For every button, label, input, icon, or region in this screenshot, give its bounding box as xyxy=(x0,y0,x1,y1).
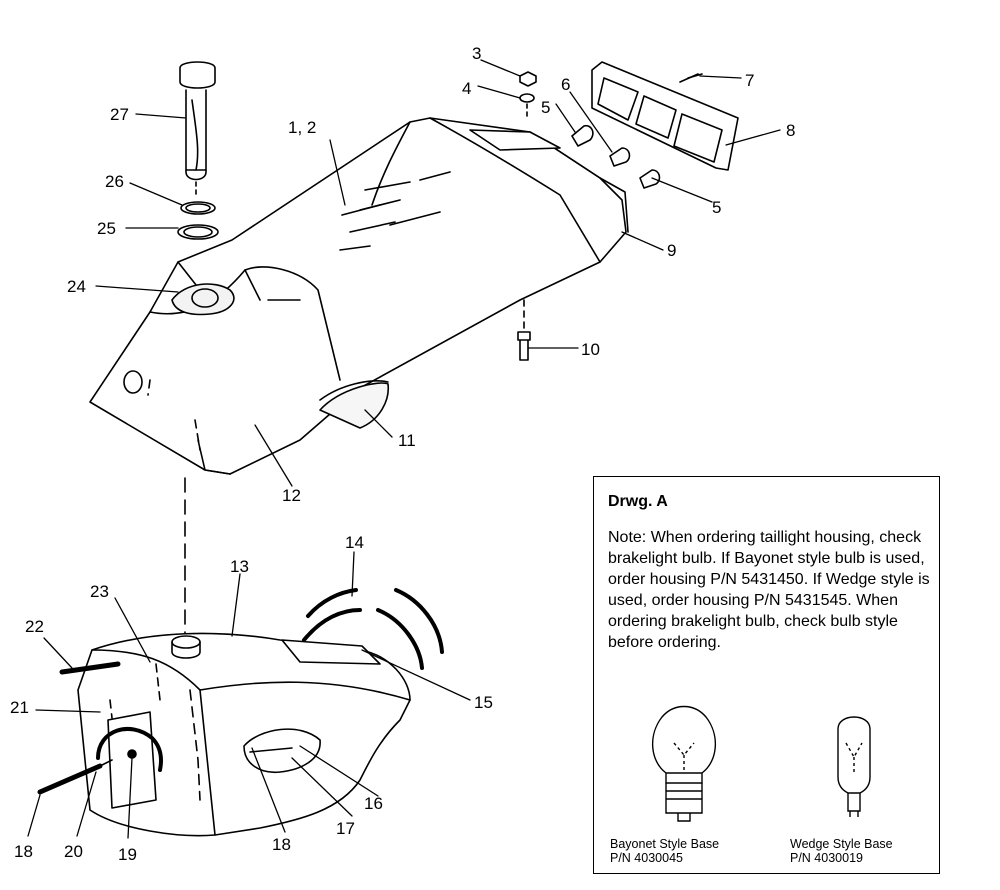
callout-5a: 5 xyxy=(541,98,550,117)
callout-26: 26 xyxy=(105,172,124,191)
callout-19: 19 xyxy=(118,845,137,864)
callout-22: 22 xyxy=(25,617,44,636)
callout-11: 11 xyxy=(398,431,416,450)
bayonet-bulb-icon xyxy=(651,705,717,822)
callout-18a: 18 xyxy=(14,842,33,861)
callout-4: 4 xyxy=(462,79,471,98)
nut xyxy=(519,71,537,87)
note-box-drawing-a: Drwg. A Note: When ordering taillight ho… xyxy=(593,476,940,874)
callout-27: 27 xyxy=(110,105,129,124)
callout-14: 14 xyxy=(345,533,364,552)
callout-12: 12 xyxy=(282,486,301,505)
callout-8: 8 xyxy=(786,121,795,140)
bulb xyxy=(639,169,661,189)
bayonet-bulb-label: Bayonet Style Base P/N 4030045 xyxy=(610,837,720,865)
screw xyxy=(679,73,699,83)
callout-23: 23 xyxy=(90,582,109,601)
wedge-bulb-icon xyxy=(837,716,871,817)
callout-3: 3 xyxy=(472,44,481,63)
fuel-tank xyxy=(77,632,411,837)
callout-17: 17 xyxy=(336,819,355,838)
callout-16: 16 xyxy=(364,794,383,813)
callout-18b: 18 xyxy=(272,835,291,854)
callout-5b: 5 xyxy=(712,198,721,217)
callout-20: 20 xyxy=(64,842,83,861)
callout-21: 21 xyxy=(10,698,29,717)
gasket-ring xyxy=(180,201,216,215)
note-text: Note: When ordering taillight housing, c… xyxy=(608,529,930,651)
callout-24: 24 xyxy=(67,277,86,296)
callout-1-2: 1, 2 xyxy=(288,118,316,137)
callout-9: 9 xyxy=(667,241,676,260)
callout-25: 25 xyxy=(97,219,116,238)
washer xyxy=(519,93,535,103)
callout-6: 6 xyxy=(561,75,570,94)
bulb xyxy=(571,124,594,147)
leader-lines xyxy=(27,59,781,839)
hood-cover xyxy=(89,117,629,475)
bolt xyxy=(517,331,531,361)
callout-13: 13 xyxy=(230,557,249,576)
callout-7: 7 xyxy=(745,71,754,90)
wedge-bulb-label: Wedge Style Base P/N 4030019 xyxy=(790,837,893,865)
callout-15: 15 xyxy=(474,693,493,712)
fuel-cap-gauge xyxy=(179,61,216,196)
callout-10: 10 xyxy=(581,340,600,359)
grommet-ring xyxy=(177,224,219,240)
bulb xyxy=(609,147,631,167)
note-title: Drwg. A xyxy=(608,493,668,510)
